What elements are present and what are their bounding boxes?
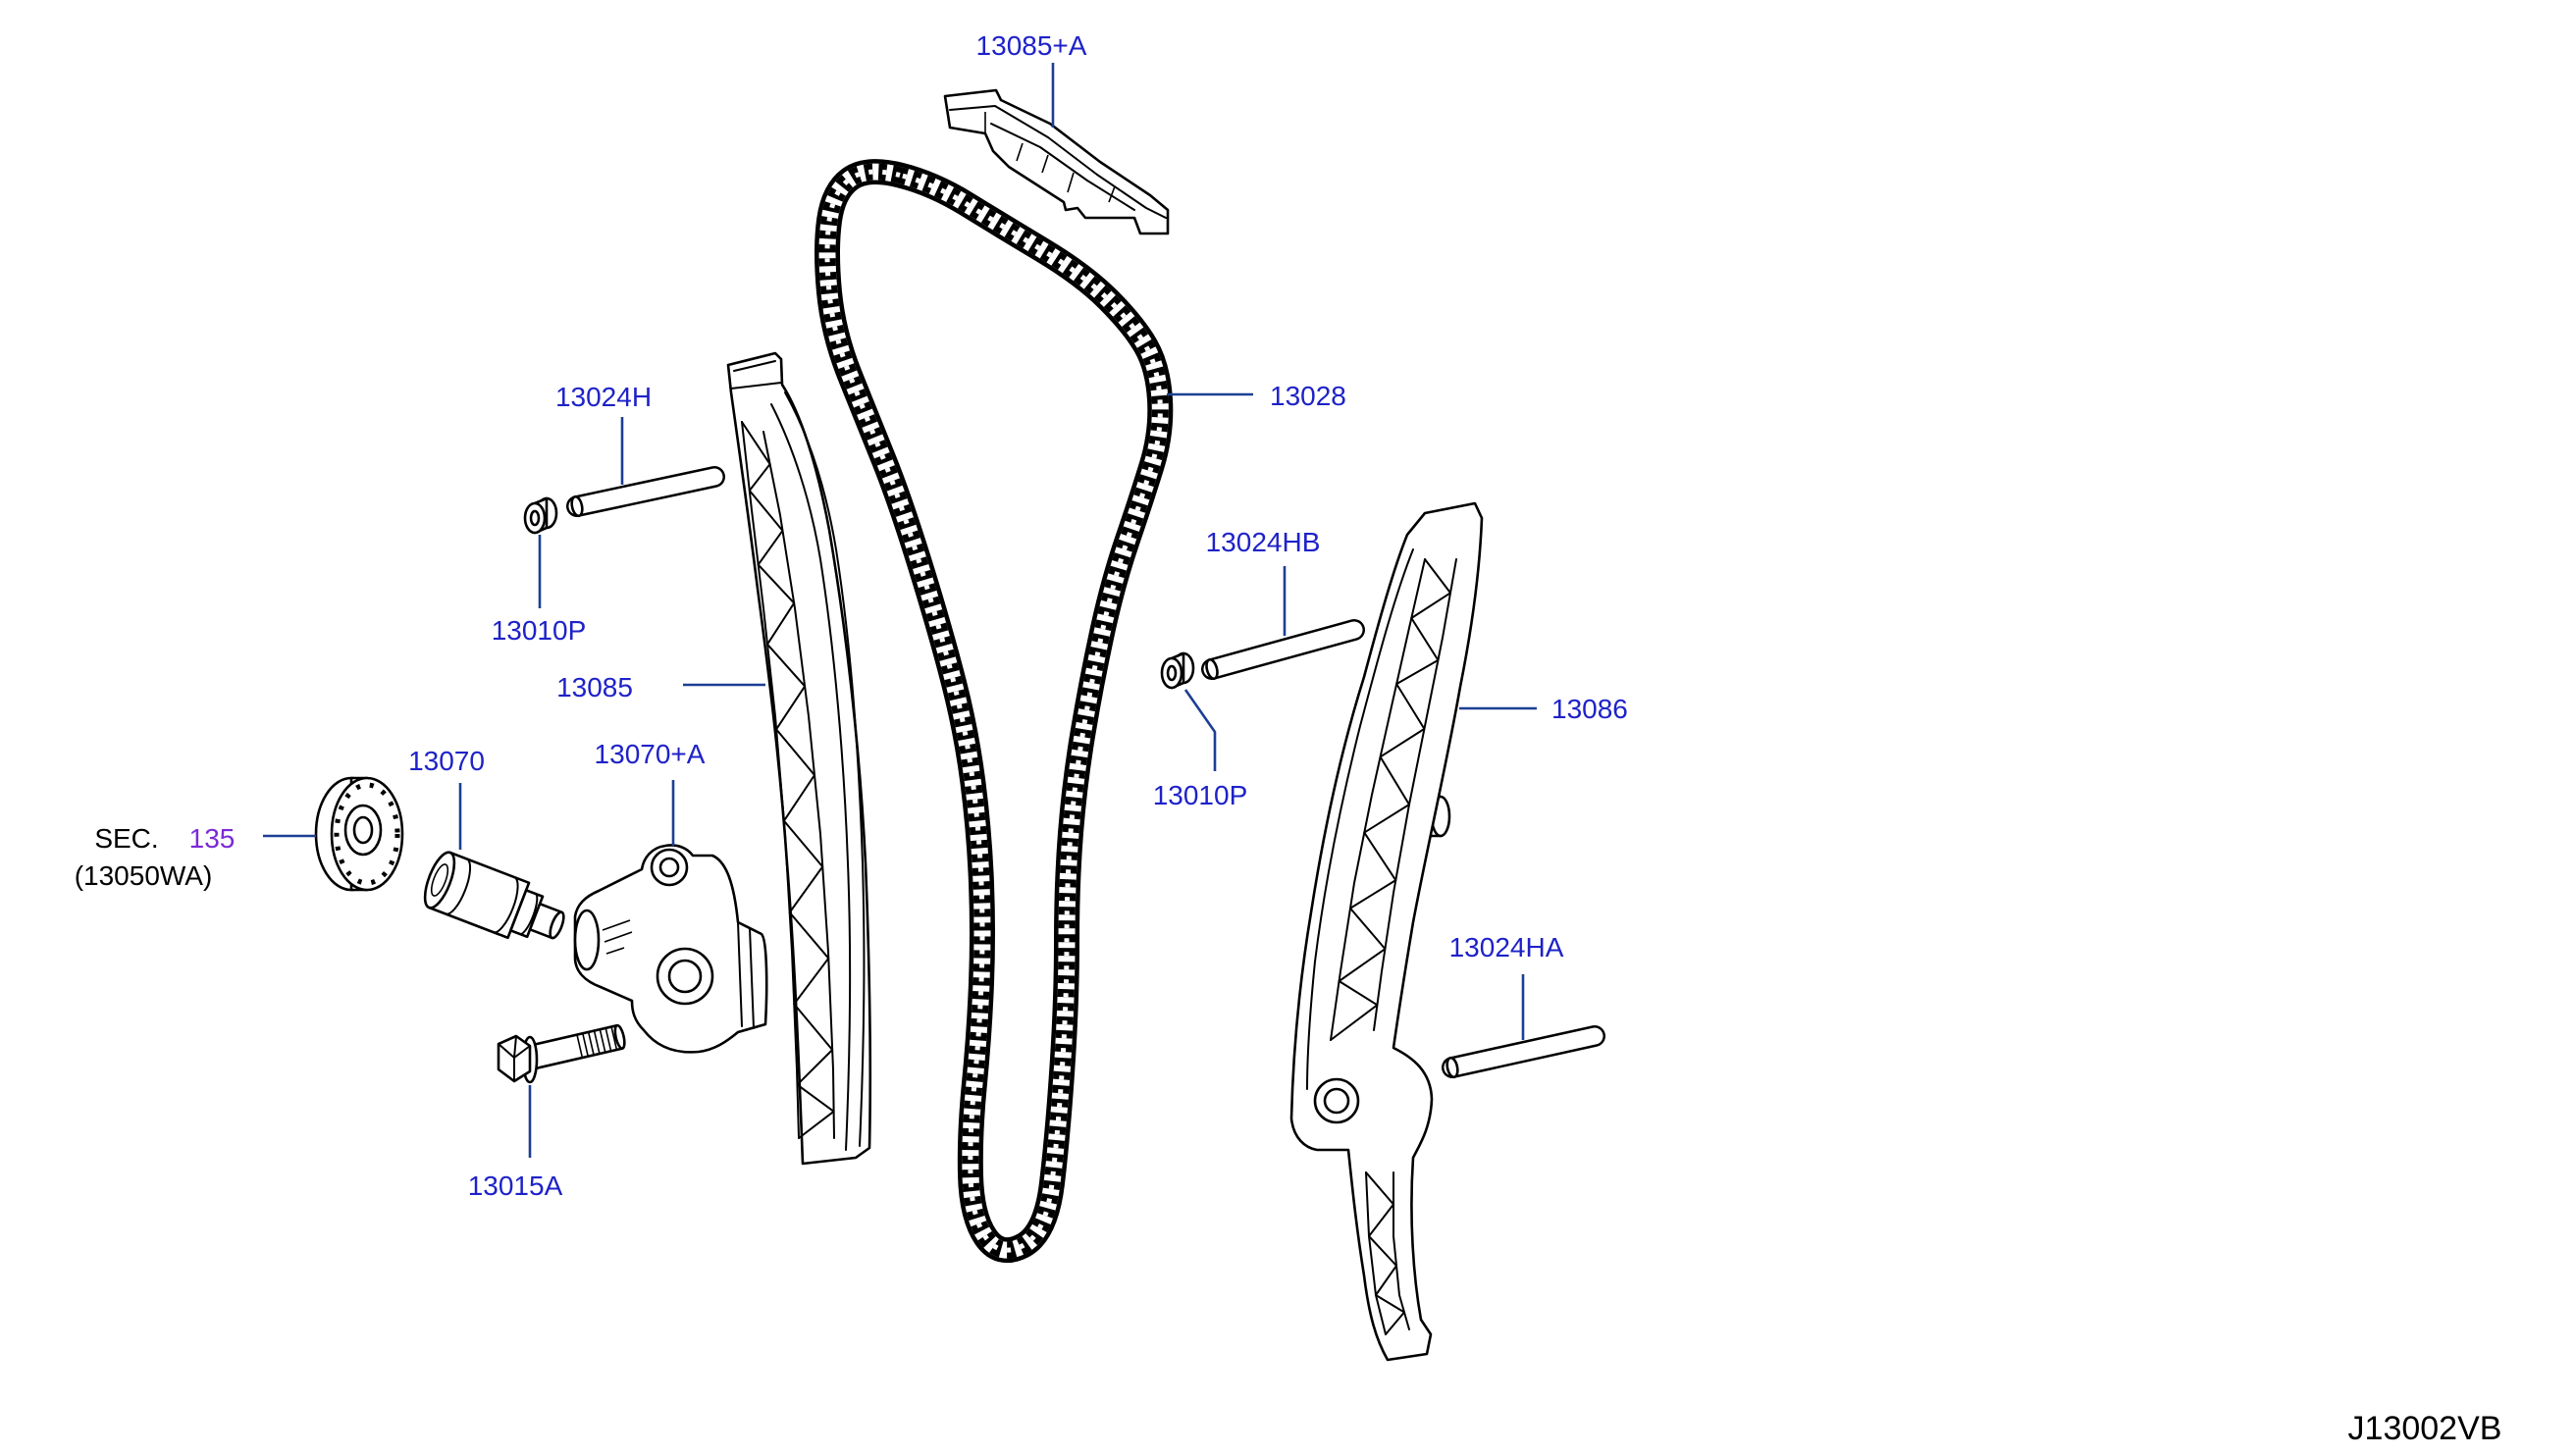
section-number-link[interactable]: 135 (189, 823, 236, 854)
tensioner-boss-hole (658, 857, 680, 878)
tensioner-nose (573, 909, 601, 971)
tensioner-bolt[interactable] (497, 1023, 626, 1084)
bolt-head-edges (498, 1035, 531, 1082)
tension-guide-tail-truss (1365, 1171, 1405, 1335)
pin-fill (1203, 621, 1363, 678)
callout-tensioner-assembly[interactable]: 13070+A (595, 739, 706, 769)
bolt-shank (526, 1023, 626, 1070)
chain-outline (815, 159, 1174, 1264)
right-bushing[interactable] (1160, 651, 1195, 690)
tensioner-bore-inner (667, 959, 703, 994)
tension-guide-pivot-hole (1323, 1087, 1350, 1115)
bolt-threads (576, 1026, 618, 1059)
callout-left-bushing[interactable]: 13010P (492, 615, 587, 646)
pin-fill (568, 468, 723, 515)
left-guide-truss (741, 421, 835, 1139)
leader-right-bushing (1183, 689, 1217, 771)
upper-guide-face-line (949, 105, 1167, 219)
sprocket-teeth (334, 782, 400, 886)
chain-inner (818, 163, 1169, 1259)
callout-upper-chain-guide[interactable]: 13085+A (976, 30, 1087, 61)
callout-tensioner-bolt[interactable]: 13015A (468, 1170, 563, 1201)
pin-end (570, 494, 584, 518)
tensioner-flange (737, 921, 755, 1029)
callout-right-bushing[interactable]: 13010P (1153, 780, 1248, 810)
plunger-tip-end (549, 910, 565, 940)
left-guide-shoe-inner (770, 403, 852, 1151)
bolt-tip (613, 1023, 626, 1050)
tensioner-plunger[interactable] (419, 849, 572, 955)
sprocket-bore (352, 815, 374, 845)
plunger-groove (445, 858, 539, 936)
callout-tensioner[interactable]: 13070 (408, 746, 485, 776)
section-part-code: (13050WA) (75, 860, 213, 891)
callout-upper-left-pin[interactable]: 13024H (555, 382, 652, 412)
chain-link-pins (824, 169, 1163, 1253)
pin-end (1205, 657, 1219, 681)
left-chain-guide[interactable] (726, 351, 872, 1166)
tension-guide-truss-edge (1330, 558, 1426, 1041)
chain-link-plates (818, 163, 1169, 1259)
upper-guide-body (943, 88, 1170, 235)
tension-guide[interactable] (1289, 501, 1484, 1362)
diagram-code: J13002VB (2348, 1410, 2502, 1447)
bushing-hole (529, 509, 541, 527)
pin-end (1445, 1056, 1459, 1079)
lower-right-pin[interactable] (1442, 1025, 1605, 1079)
upper-left-pin[interactable] (566, 466, 725, 518)
left-guide-truss-edge (741, 421, 800, 1139)
camshaft-sprocket[interactable] (314, 776, 404, 892)
leader-lines (263, 63, 1537, 1158)
upper-guide-ribs (984, 112, 1116, 203)
bolt-shank-body (526, 1023, 624, 1070)
tensioner-marking (602, 919, 633, 955)
upper-right-pin[interactable] (1201, 619, 1365, 681)
tensioner-housing (573, 844, 768, 1054)
tensioner-assembly[interactable] (573, 844, 768, 1054)
section-prefix: SEC. (94, 823, 158, 854)
tension-guide-tail-edge (1365, 1171, 1387, 1335)
callout-upper-right-pin[interactable]: 13024HB (1206, 527, 1321, 557)
tension-guide-truss (1330, 558, 1451, 1041)
pin-fill (1444, 1027, 1603, 1076)
timing-chain (815, 159, 1174, 1264)
callout-left-chain-guide[interactable]: 13085 (556, 672, 633, 702)
left-guide-shoe-edge (784, 391, 866, 1147)
tension-guide-body (1289, 501, 1484, 1362)
plunger-end-ring (430, 863, 449, 897)
bushing-hole (1166, 664, 1178, 682)
upper-chain-guide[interactable] (943, 88, 1170, 235)
left-bushing[interactable] (523, 496, 558, 535)
callout-labels: 13085+A 13028 13024H 13010P 13085 13024H… (75, 30, 2502, 1447)
callout-lower-right-pin[interactable]: 13024HA (1449, 932, 1564, 962)
tension-guide-shoe-edge (1306, 548, 1414, 1090)
left-guide-top-tab (730, 360, 782, 390)
callout-tension-guide[interactable]: 13086 (1551, 694, 1628, 724)
callout-timing-chain[interactable]: 13028 (1270, 381, 1346, 411)
